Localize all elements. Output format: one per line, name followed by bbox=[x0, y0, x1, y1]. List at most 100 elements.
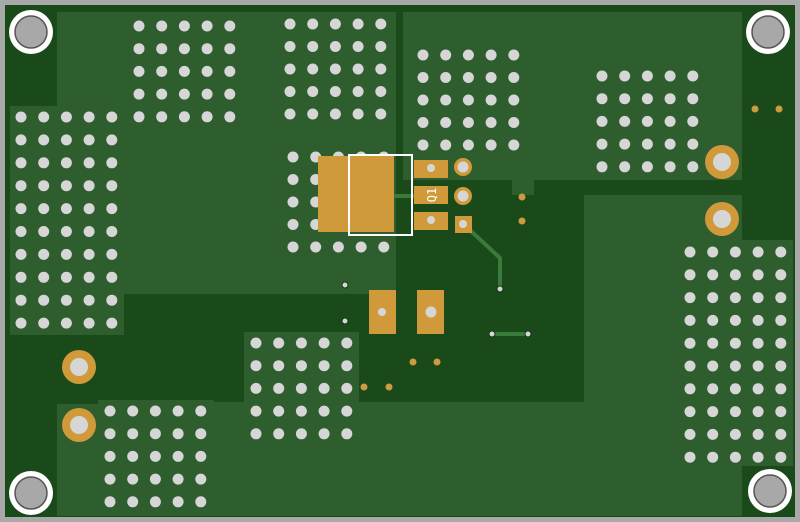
via bbox=[775, 292, 787, 304]
drill-field bbox=[62, 105, 783, 442]
via bbox=[83, 294, 95, 306]
via bbox=[178, 20, 190, 32]
via bbox=[38, 157, 50, 169]
via bbox=[15, 180, 27, 192]
via bbox=[375, 108, 387, 120]
via bbox=[687, 161, 699, 173]
via bbox=[775, 406, 787, 418]
via bbox=[485, 139, 497, 151]
via bbox=[284, 86, 296, 97]
via bbox=[287, 219, 299, 230]
via bbox=[752, 383, 764, 395]
via bbox=[104, 496, 116, 508]
via bbox=[83, 157, 95, 169]
via bbox=[729, 428, 741, 440]
via bbox=[104, 428, 116, 440]
test-point-drill bbox=[753, 107, 757, 111]
mounting-hole bbox=[753, 474, 787, 508]
via bbox=[149, 450, 161, 462]
pad-drill bbox=[459, 220, 467, 228]
via bbox=[201, 65, 213, 77]
via bbox=[318, 405, 330, 417]
via bbox=[60, 226, 72, 237]
via bbox=[707, 383, 719, 395]
via bbox=[329, 18, 341, 30]
via bbox=[440, 139, 452, 151]
via bbox=[224, 111, 236, 123]
via bbox=[287, 196, 299, 208]
via bbox=[38, 111, 50, 123]
via bbox=[596, 70, 608, 82]
via bbox=[329, 63, 341, 75]
via bbox=[417, 139, 429, 151]
pad-drill bbox=[427, 216, 435, 224]
via bbox=[664, 161, 676, 173]
via bbox=[485, 49, 497, 61]
via bbox=[195, 473, 207, 485]
via bbox=[60, 111, 72, 123]
via bbox=[287, 174, 299, 185]
via bbox=[352, 18, 364, 30]
via bbox=[250, 428, 262, 440]
via bbox=[250, 382, 262, 394]
via bbox=[127, 496, 139, 508]
via bbox=[307, 18, 319, 30]
via bbox=[149, 405, 161, 417]
via bbox=[619, 138, 631, 150]
via bbox=[641, 115, 653, 127]
via bbox=[352, 86, 364, 97]
via bbox=[596, 93, 608, 105]
via bbox=[417, 49, 429, 61]
via bbox=[15, 226, 27, 237]
test-point-drill bbox=[520, 219, 524, 223]
via bbox=[707, 406, 719, 418]
via bbox=[664, 70, 676, 82]
via bbox=[462, 49, 474, 61]
via bbox=[15, 271, 27, 283]
via bbox=[195, 450, 207, 462]
via bbox=[106, 180, 118, 192]
via bbox=[38, 271, 50, 283]
via bbox=[619, 115, 631, 127]
via-field bbox=[15, 18, 787, 508]
via bbox=[775, 451, 787, 463]
via bbox=[133, 20, 145, 32]
signal-via bbox=[496, 285, 504, 293]
via bbox=[707, 360, 719, 372]
via bbox=[752, 406, 764, 418]
via bbox=[178, 43, 190, 55]
via bbox=[15, 111, 27, 123]
via bbox=[619, 70, 631, 82]
via bbox=[133, 43, 145, 55]
via bbox=[752, 451, 764, 463]
mounting-hole bbox=[751, 15, 785, 49]
via bbox=[729, 383, 741, 395]
via bbox=[684, 451, 696, 463]
via bbox=[172, 405, 184, 417]
via bbox=[417, 72, 429, 83]
via bbox=[156, 111, 168, 123]
via bbox=[664, 93, 676, 105]
via bbox=[684, 269, 696, 281]
via bbox=[352, 108, 364, 120]
via bbox=[417, 94, 429, 106]
via bbox=[106, 271, 118, 283]
via bbox=[172, 428, 184, 440]
via bbox=[127, 428, 139, 440]
via bbox=[775, 269, 787, 281]
via bbox=[329, 41, 341, 52]
via bbox=[172, 450, 184, 462]
via bbox=[707, 292, 719, 304]
via bbox=[329, 86, 341, 97]
via bbox=[307, 41, 319, 52]
via bbox=[284, 63, 296, 75]
via bbox=[273, 360, 285, 372]
pad-drill bbox=[378, 308, 386, 316]
via bbox=[195, 405, 207, 417]
via bbox=[15, 294, 27, 306]
signal-via bbox=[341, 317, 349, 325]
via bbox=[485, 94, 497, 106]
via bbox=[752, 292, 764, 304]
via bbox=[687, 93, 699, 105]
